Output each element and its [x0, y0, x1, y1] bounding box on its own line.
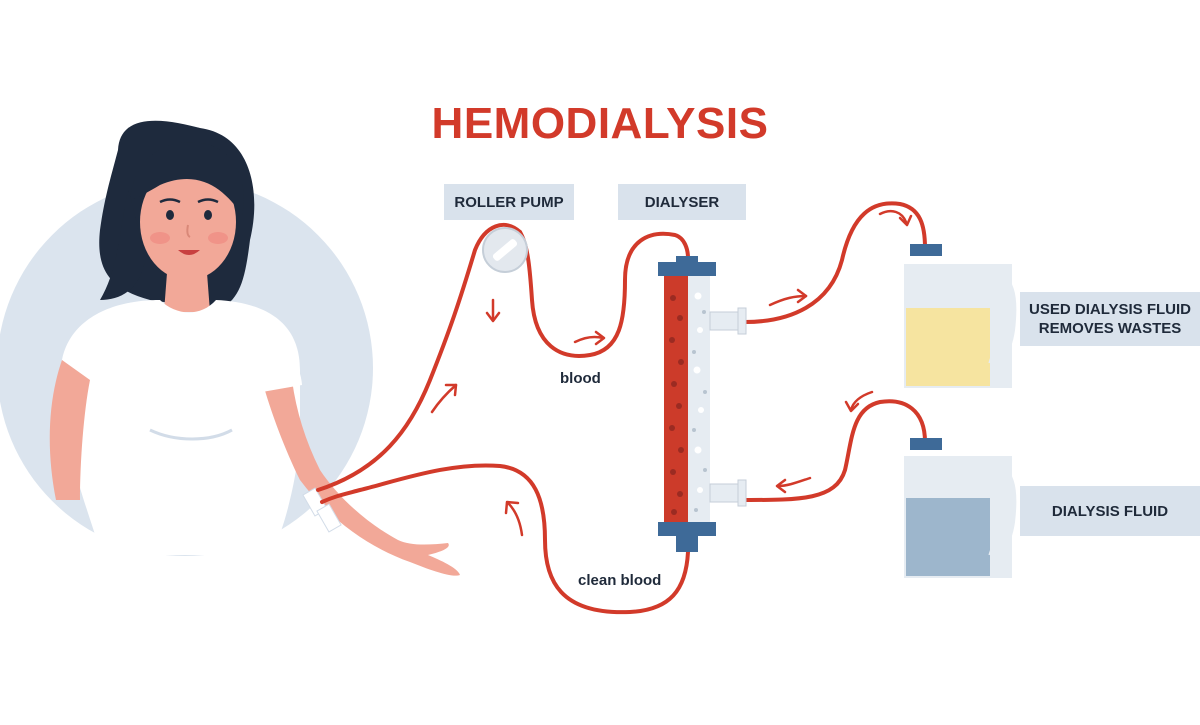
used-fluid-line1: USED DIALYSIS FLUID: [1029, 301, 1191, 318]
roller-pump-label-text: ROLLER PUMP: [454, 193, 564, 211]
dialysis-fluid-jug: [904, 438, 1017, 578]
dialysis-fluid-label: DIALYSIS FLUID: [1020, 486, 1200, 536]
blood-label: blood: [560, 370, 601, 387]
clean-blood-label: clean blood: [578, 572, 662, 589]
dialyser-label: DIALYSER: [618, 184, 746, 220]
used-fluid-jug: [904, 244, 1017, 388]
dialyser: [658, 256, 747, 552]
used-fluid-line2: REMOVES WASTES: [1038, 320, 1182, 337]
used-dialysis-fluid-label: USED DIALYSIS FLUID REMOVES WASTES: [1020, 292, 1200, 346]
dialysis-fluid-label-text: DIALYSIS FLUID: [1051, 502, 1169, 520]
roller-pump-label: ROLLER PUMP: [444, 184, 574, 220]
patient-illustration: [49, 120, 460, 576]
flow-arrows: [430, 210, 913, 537]
tubing: [316, 201, 927, 615]
dialyser-label-text: DIALYSER: [644, 193, 720, 211]
page-title: HEMODIALYSIS: [431, 99, 769, 148]
roller-pump: [482, 227, 528, 273]
